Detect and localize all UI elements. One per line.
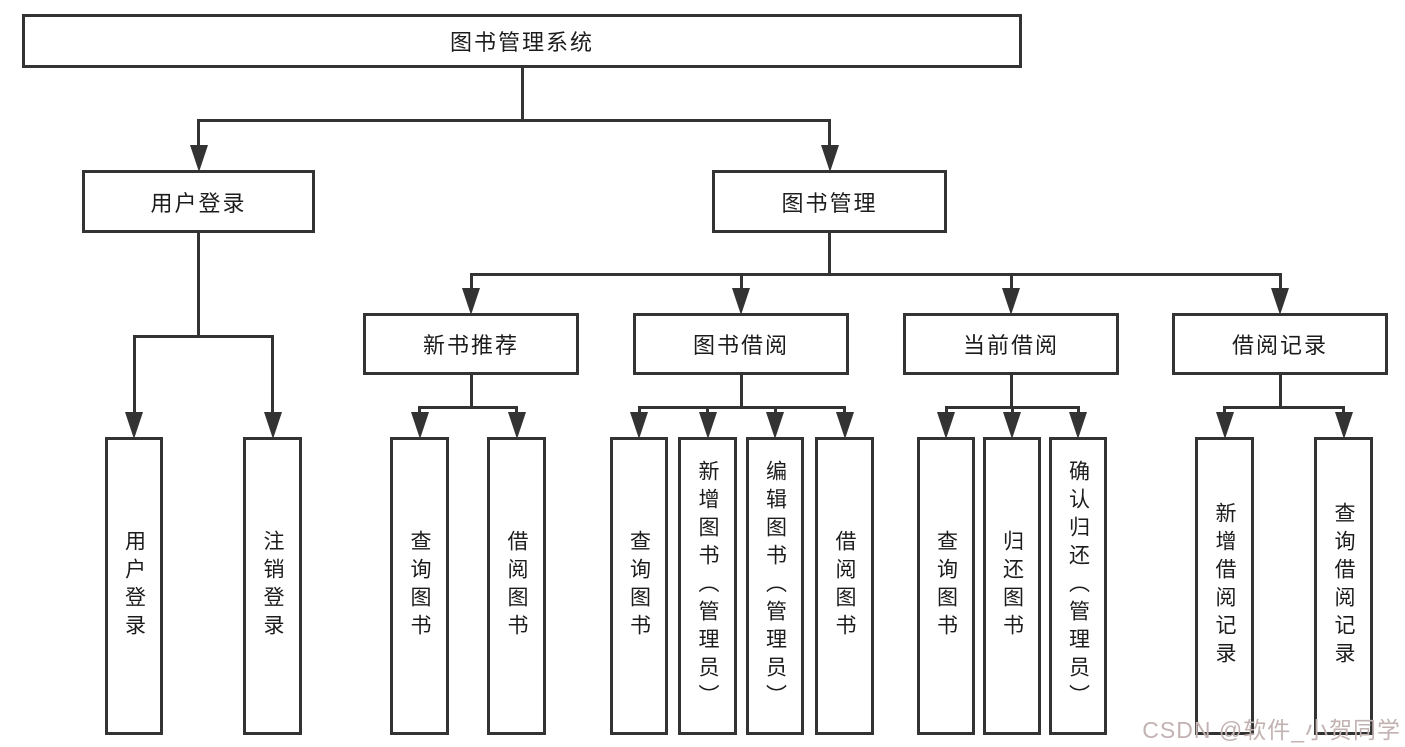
diagram-node-leaf-br-add: 新增借阅记录 bbox=[1195, 437, 1254, 735]
arrow-down-icon bbox=[1002, 288, 1020, 315]
connector-stem bbox=[520, 68, 524, 119]
diagram-node-new-book-recommend: 新书推荐 bbox=[363, 313, 579, 375]
connector-crossbar bbox=[197, 119, 831, 122]
connector-drop bbox=[1223, 406, 1226, 412]
diagram-node-leaf-br-query: 查询借阅记录 bbox=[1314, 437, 1373, 735]
connector-drop bbox=[843, 406, 846, 412]
diagram-node-leaf-cb-return: 归还图书 bbox=[983, 437, 1041, 735]
arrow-down-icon bbox=[766, 412, 784, 439]
diagram-node-leaf-cb-confirm: 确认归还（管理员） bbox=[1049, 437, 1107, 735]
connector-drop bbox=[271, 335, 274, 412]
connector-drop bbox=[637, 406, 641, 412]
connector-drop bbox=[1010, 406, 1014, 412]
diagram-node-leaf-logout: 注销登录 bbox=[243, 437, 302, 735]
connector-drop bbox=[1076, 406, 1080, 412]
node-label-user-login: 用户登录 bbox=[150, 190, 247, 216]
connector-drop bbox=[944, 406, 948, 412]
diagram-node-book-borrow: 图书借阅 bbox=[633, 313, 849, 375]
node-label-leaf-cb-return: 归还图书 bbox=[1000, 530, 1024, 642]
node-label-borrow-records: 借阅记录 bbox=[1231, 333, 1328, 358]
node-label-leaf-nbr-borrow: 借阅图书 bbox=[505, 530, 529, 642]
connector-crossbar bbox=[637, 406, 846, 409]
connector-stem bbox=[739, 375, 743, 406]
connector-drop bbox=[828, 119, 831, 145]
connector-drop bbox=[197, 119, 200, 145]
diagram-node-leaf-nbr-borrow: 借阅图书 bbox=[487, 437, 546, 735]
connector-crossbar bbox=[469, 273, 1282, 276]
csdn-watermark: CSDN @软件_小贺同学 bbox=[1142, 717, 1401, 743]
arrow-down-icon bbox=[1069, 412, 1087, 439]
diagram-node-user-login: 用户登录 bbox=[82, 170, 315, 233]
node-label-current-borrow: 当前借阅 bbox=[962, 333, 1059, 358]
connector-drop bbox=[515, 406, 518, 412]
connector-drop bbox=[1009, 273, 1013, 288]
arrow-down-icon bbox=[410, 412, 429, 439]
node-label-leaf-cb-confirm: 确认归还（管理员） bbox=[1066, 460, 1090, 712]
connector-drop bbox=[1278, 273, 1282, 288]
diagram-node-current-borrow: 当前借阅 bbox=[903, 313, 1119, 375]
node-label-leaf-br-add: 新增借阅记录 bbox=[1213, 502, 1237, 670]
node-label-leaf-bb-edit: 编辑图书（管理员） bbox=[763, 460, 787, 712]
connector-drop bbox=[739, 273, 743, 288]
node-label-leaf-cb-query: 查询图书 bbox=[934, 530, 958, 642]
node-label-leaf-bb-borrow: 借阅图书 bbox=[833, 530, 857, 642]
node-label-leaf-br-query: 查询借阅记录 bbox=[1332, 502, 1356, 670]
connector-stem bbox=[828, 233, 831, 273]
diagram-node-leaf-bb-query: 查询图书 bbox=[610, 437, 668, 735]
arrow-down-icon bbox=[1215, 412, 1234, 439]
node-label-new-book-recommend: 新书推荐 bbox=[422, 333, 519, 358]
arrow-down-icon bbox=[937, 412, 955, 439]
arrow-down-icon bbox=[820, 145, 839, 172]
node-label-root: 图书管理系统 bbox=[449, 30, 594, 55]
arrow-down-icon bbox=[630, 412, 648, 439]
connector-drop bbox=[418, 406, 421, 412]
diagram-node-leaf-bb-add: 新增图书（管理员） bbox=[678, 437, 737, 735]
connector-drop bbox=[773, 406, 777, 412]
arrow-down-icon bbox=[125, 412, 143, 439]
connector-crossbar bbox=[418, 406, 518, 409]
connector-stem bbox=[197, 233, 200, 335]
diagram-node-leaf-user-login: 用户登录 bbox=[105, 437, 163, 735]
connector-drop bbox=[469, 273, 473, 288]
arrow-down-icon bbox=[835, 412, 854, 439]
arrow-down-icon bbox=[732, 288, 750, 315]
connector-stem bbox=[1278, 375, 1282, 406]
diagram-node-root: 图书管理系统 bbox=[22, 14, 1022, 68]
connector-drop bbox=[1342, 406, 1345, 412]
arrow-down-icon bbox=[1003, 412, 1021, 439]
arrow-down-icon bbox=[462, 288, 480, 315]
diagram-node-leaf-cb-query: 查询图书 bbox=[917, 437, 975, 735]
connector-stem bbox=[1009, 375, 1013, 406]
arrow-down-icon bbox=[263, 412, 282, 439]
connector-drop bbox=[706, 406, 709, 412]
node-label-leaf-nbr-query: 查询图书 bbox=[408, 530, 432, 642]
diagram-node-borrow-records: 借阅记录 bbox=[1172, 313, 1388, 375]
diagram-node-book-mgmt: 图书管理 bbox=[712, 170, 947, 233]
connector-stem bbox=[469, 375, 473, 406]
arrow-down-icon bbox=[698, 412, 717, 439]
connector-crossbar bbox=[1223, 406, 1345, 409]
arrow-down-icon bbox=[1334, 412, 1353, 439]
node-label-leaf-bb-add: 新增图书（管理员） bbox=[696, 460, 720, 712]
connector-crossbar bbox=[132, 335, 274, 338]
connector-drop bbox=[132, 335, 136, 412]
node-label-leaf-logout: 注销登录 bbox=[261, 530, 285, 642]
arrow-down-icon bbox=[507, 412, 526, 439]
diagram-node-leaf-nbr-query: 查询图书 bbox=[390, 437, 449, 735]
node-label-book-mgmt: 图书管理 bbox=[781, 190, 878, 216]
node-label-leaf-user-login: 用户登录 bbox=[122, 530, 146, 642]
arrow-down-icon bbox=[189, 145, 208, 172]
node-label-book-borrow: 图书借阅 bbox=[692, 333, 789, 358]
node-label-leaf-bb-query: 查询图书 bbox=[627, 530, 651, 642]
diagram-node-leaf-bb-borrow: 借阅图书 bbox=[815, 437, 874, 735]
arrow-down-icon bbox=[1271, 288, 1289, 315]
diagram-node-leaf-bb-edit: 编辑图书（管理员） bbox=[746, 437, 804, 735]
